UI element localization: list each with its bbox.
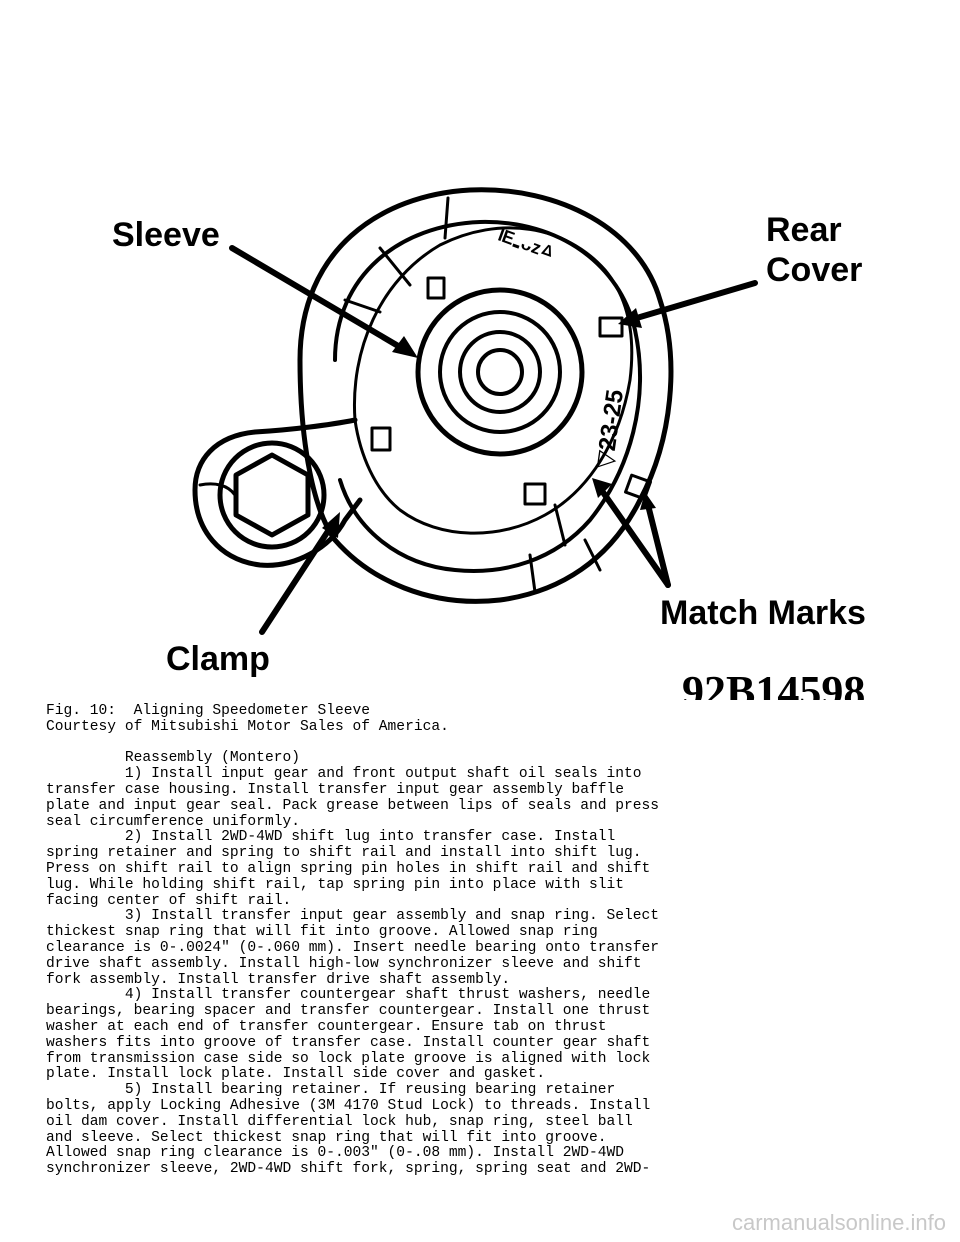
match-arrow-head-1 — [592, 478, 612, 498]
text-line: bolts, apply Locking Adhesive (3M 4170 S… — [46, 1097, 651, 1114]
label-match-marks: Match Marks — [660, 594, 866, 632]
text-line: fork assembly. Install transfer drive sh… — [46, 971, 511, 988]
sleeve-arrow-head — [392, 336, 418, 358]
sleeve-outer — [415, 287, 585, 457]
text-line: 3) Install transfer input gear assembly … — [46, 908, 660, 925]
text-line: clearance is 0-.0024" (0-.060 mm). Inser… — [46, 939, 660, 956]
text-line: Press on shift rail to align spring pin … — [46, 860, 651, 877]
text-line: plate. Install lock plate. Install side … — [46, 1066, 546, 1083]
watermark: carmanualsonline.info — [731, 1210, 946, 1235]
figure-illustration: ᴵᴱ-ᵕᶻᐞ ▽23-25 Sleeve Rear Cover Match Ma… — [112, 187, 866, 700]
match-arrow-shaft-1 — [597, 485, 671, 588]
text-line: oil dam cover. Install differential lock… — [46, 1113, 633, 1130]
text-line: Fig. 10: Aligning Speedometer Sleeve — [46, 703, 371, 719]
clamp-bolt-head — [233, 452, 311, 538]
label-clamp: Clamp — [166, 640, 270, 678]
text-line — [46, 736, 926, 752]
match-mark-top: ᴵᴱ-ᵕᶻᐞ — [493, 223, 558, 271]
speedometer-sleeve-diagram: ᴵᴱ-ᵕᶻᐞ ▽23-25 Sleeve Rear Cover Match Ma… — [112, 187, 866, 700]
text-line: transfer case housing. Install transfer … — [46, 781, 625, 798]
cover-plate — [352, 226, 634, 535]
text-line: seal circumference uniformly. — [46, 813, 300, 830]
rear-cover-outline — [297, 187, 674, 604]
text-line: Courtesy of Mitsubishi Motor Sales of Am… — [46, 718, 449, 735]
rear-cover-arrow-shaft — [627, 280, 758, 323]
sleeve-ring-2 — [458, 330, 542, 414]
tab-bottom — [523, 482, 547, 506]
tab-top-left — [426, 276, 446, 300]
label-rear: Rear — [766, 211, 842, 249]
text-line: plate and input gear seal. Pack grease b… — [46, 797, 660, 814]
text-line: from transmission case side so lock plat… — [46, 1050, 651, 1067]
figure-number: 92B14598 — [682, 667, 865, 700]
text-line: bearings, bearing spacer and transfer co… — [46, 1003, 651, 1020]
clamp-bolt-washer — [217, 440, 327, 550]
text-line: synchronizer sleeve, 2WD-4WD shift fork,… — [46, 1161, 651, 1178]
clamp-arrow-head — [322, 512, 340, 538]
sleeve-ring-3 — [476, 348, 524, 396]
text-line: lug. While holding shift rail, tap sprin… — [46, 876, 625, 893]
tab-right — [598, 316, 624, 338]
inner-ring — [333, 219, 642, 573]
text-line: drive shaft assembly. Install high-low s… — [46, 955, 642, 972]
rear-cover-arrow-head — [618, 308, 642, 328]
text-line: washers fits into groove of transfer cas… — [46, 1034, 651, 1051]
text-line: 5) Install bearing retainer. If reusing … — [46, 1082, 616, 1099]
tab-left — [370, 426, 392, 452]
text-line: Reassembly (Montero) — [46, 750, 300, 767]
text-line: facing center of shift rail. — [46, 892, 292, 909]
match-arrow-head-2 — [640, 492, 656, 510]
tab-lower-right — [624, 473, 652, 501]
text-line: 1) Install input gear and front output s… — [46, 766, 642, 783]
clamp-arrow-shaft — [259, 522, 335, 635]
text-line: spring retainer and spring to shift rail… — [46, 845, 642, 862]
sleeve-arrow-shaft — [229, 245, 408, 353]
text-line: Allowed snap ring clearance is 0-.003" (… — [46, 1145, 625, 1162]
match-arrow-shaft-2 — [645, 502, 671, 588]
text-line: washer at each end of transfer counterge… — [46, 1018, 607, 1035]
text-line: and sleeve. Select thickest snap ring th… — [46, 1129, 607, 1146]
label-sleeve: Sleeve — [112, 216, 220, 254]
text-line: 4) Install transfer countergear shaft th… — [46, 987, 651, 1004]
label-cover: Cover — [766, 251, 862, 289]
text-line: thickest snap ring that will fit into gr… — [46, 924, 598, 941]
text-line: 2) Install 2WD-4WD shift lug into transf… — [46, 829, 616, 846]
clamp-arm — [192, 417, 363, 568]
sleeve-ring-1 — [438, 310, 562, 434]
